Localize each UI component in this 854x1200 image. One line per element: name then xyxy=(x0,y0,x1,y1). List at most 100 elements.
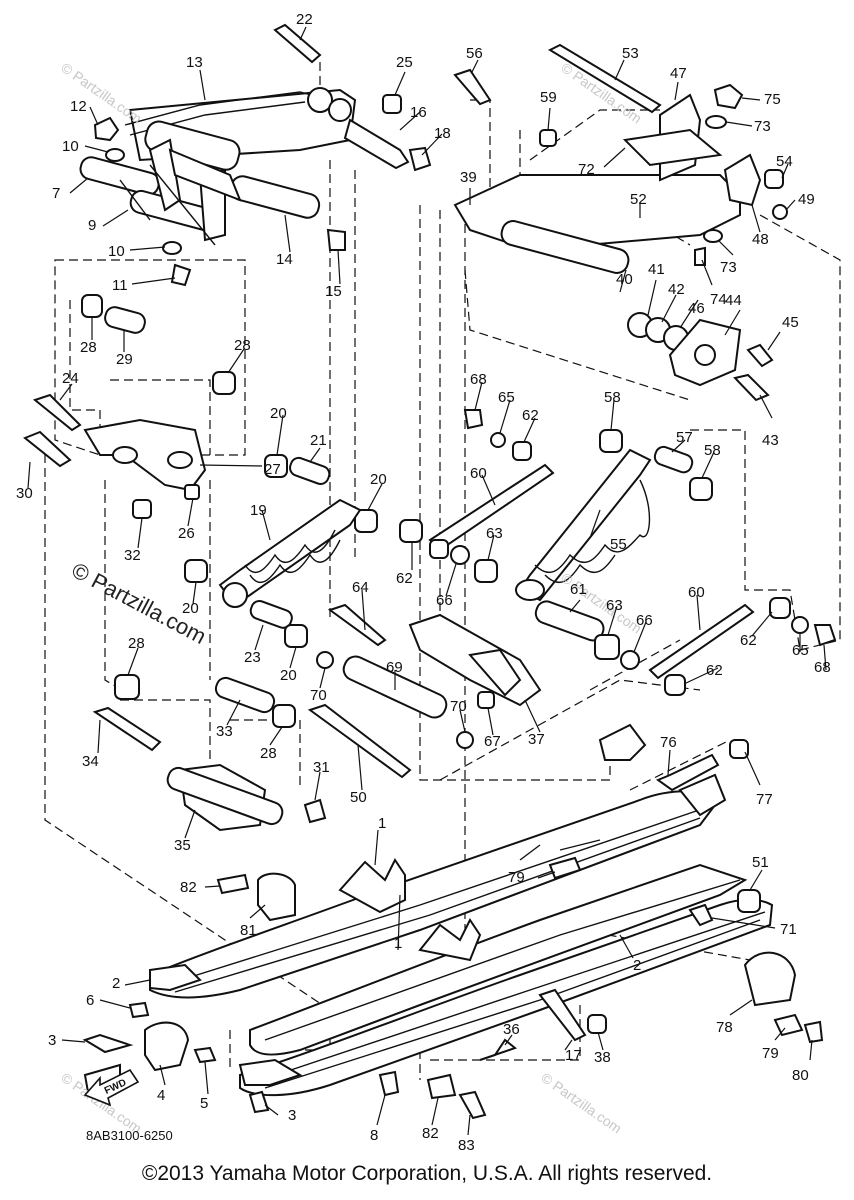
lower-front-components xyxy=(92,674,327,832)
callout-label: 65 xyxy=(792,642,809,659)
callout-label: 79 xyxy=(508,869,525,886)
callout-label: 22 xyxy=(296,11,313,28)
callout-label: 36 xyxy=(503,1021,520,1038)
callout-label: 9 xyxy=(88,217,96,234)
callout-label: 54 xyxy=(776,153,793,170)
callout-label: 62 xyxy=(706,662,723,679)
callout-label: 28 xyxy=(260,745,277,762)
callout-label: 26 xyxy=(178,525,195,542)
callout-label: 67 xyxy=(484,733,501,750)
callout-label: 18 xyxy=(434,125,451,142)
callout-label: 78 xyxy=(716,1019,733,1036)
callout-label: 47 xyxy=(670,65,687,82)
callout-label: 29 xyxy=(116,351,133,368)
callout-label: 2 xyxy=(112,975,120,992)
callout-label: 81 xyxy=(240,922,257,939)
callout-label: 53 xyxy=(622,45,639,62)
callout-label: 12 xyxy=(70,98,87,115)
callout-label: 65 xyxy=(498,389,515,406)
callout-label: 58 xyxy=(704,442,721,459)
callout-label: 70 xyxy=(450,698,467,715)
callout-label: 59 xyxy=(540,89,557,106)
callout-label: 20 xyxy=(370,471,387,488)
callout-label: 35 xyxy=(174,837,191,854)
callout-label: 16 xyxy=(410,104,427,121)
callout-label: 62 xyxy=(396,570,413,587)
callout-label: 7 xyxy=(52,185,60,202)
callout-label: 44 xyxy=(725,292,742,309)
callout-label: 11 xyxy=(112,277,128,294)
callout-label: 38 xyxy=(594,1049,611,1066)
callout-label: 2 xyxy=(633,957,641,974)
callout-label: 57 xyxy=(676,429,693,446)
callout-label: 21 xyxy=(310,432,327,449)
lower-left-hardware xyxy=(82,872,487,1120)
callout-label: 71 xyxy=(780,921,797,938)
callout-label: 68 xyxy=(814,659,831,676)
watermark-text: © Partzilla.com xyxy=(538,1069,624,1136)
callout-label: 8 xyxy=(370,1127,378,1144)
callout-label: 34 xyxy=(82,753,99,770)
lower-right-hardware xyxy=(479,739,824,1061)
callout-label: 39 xyxy=(460,169,477,186)
callout-label: 24 xyxy=(62,370,79,387)
rear-shock xyxy=(399,409,837,696)
callout-label: 69 xyxy=(386,659,403,676)
front-shock xyxy=(218,454,378,648)
callout-label: 66 xyxy=(436,592,453,609)
callout-label: 63 xyxy=(606,597,623,614)
front-arm-assembly xyxy=(79,87,410,246)
callout-label: 58 xyxy=(604,389,621,406)
callout-label: 4 xyxy=(157,1087,165,1104)
callout-label: 83 xyxy=(458,1137,475,1154)
callout-labels: 1 1 2 2 3 3 4 5 6 7 8 9 10 10 11 12 13 1… xyxy=(16,11,831,1154)
callout-label: 27 xyxy=(264,461,281,478)
callout-label: 82 xyxy=(422,1125,439,1142)
callout-label: 28 xyxy=(128,635,145,652)
callout-label: 19 xyxy=(250,502,267,519)
callout-label: 75 xyxy=(764,91,781,108)
callout-label: 31 xyxy=(313,759,330,776)
callout-label: 61 xyxy=(570,581,587,598)
callout-label: 1 xyxy=(394,935,402,952)
callout-label: 10 xyxy=(108,243,125,260)
callout-label: 3 xyxy=(288,1107,296,1124)
callout-label: 28 xyxy=(80,339,97,356)
callout-label: 80 xyxy=(792,1067,809,1084)
callout-label: 42 xyxy=(668,281,685,298)
callout-label: 43 xyxy=(762,432,779,449)
callout-label: 20 xyxy=(270,405,287,422)
callout-label: 55 xyxy=(610,536,627,553)
callout-label: 15 xyxy=(325,283,342,300)
callout-label: 28 xyxy=(234,337,251,354)
callout-label: 70 xyxy=(310,687,327,704)
rear-arm-assembly xyxy=(453,43,788,402)
callout-label: 62 xyxy=(740,632,757,649)
small-hardware-upper-left xyxy=(81,23,432,395)
callout-label: 48 xyxy=(752,231,769,248)
callout-label: 13 xyxy=(186,54,203,71)
callout-label: 82 xyxy=(180,879,197,896)
callout-label: 23 xyxy=(244,649,261,666)
callout-label: 1 xyxy=(378,815,386,832)
callout-label: 64 xyxy=(352,579,369,596)
middle-shaft-assembly xyxy=(307,603,542,779)
callout-label: 25 xyxy=(396,54,413,71)
slide-rails xyxy=(149,723,774,1097)
callout-label: 14 xyxy=(276,251,293,268)
callout-label: 50 xyxy=(350,789,367,806)
watermark-text: © Partzilla.com xyxy=(58,59,144,126)
callout-label: 49 xyxy=(798,191,815,208)
callout-label: 76 xyxy=(660,734,677,751)
callout-label: 72 xyxy=(578,161,595,178)
callout-label: 32 xyxy=(124,547,141,564)
callout-label: 45 xyxy=(782,314,799,331)
callout-label: 63 xyxy=(486,525,503,542)
callout-label: 77 xyxy=(756,791,773,808)
callout-label: 74 xyxy=(710,291,727,308)
callout-label: 79 xyxy=(762,1045,779,1062)
callout-label: 10 xyxy=(62,138,79,155)
callout-label: 52 xyxy=(630,191,647,208)
callout-label: 51 xyxy=(752,854,769,871)
